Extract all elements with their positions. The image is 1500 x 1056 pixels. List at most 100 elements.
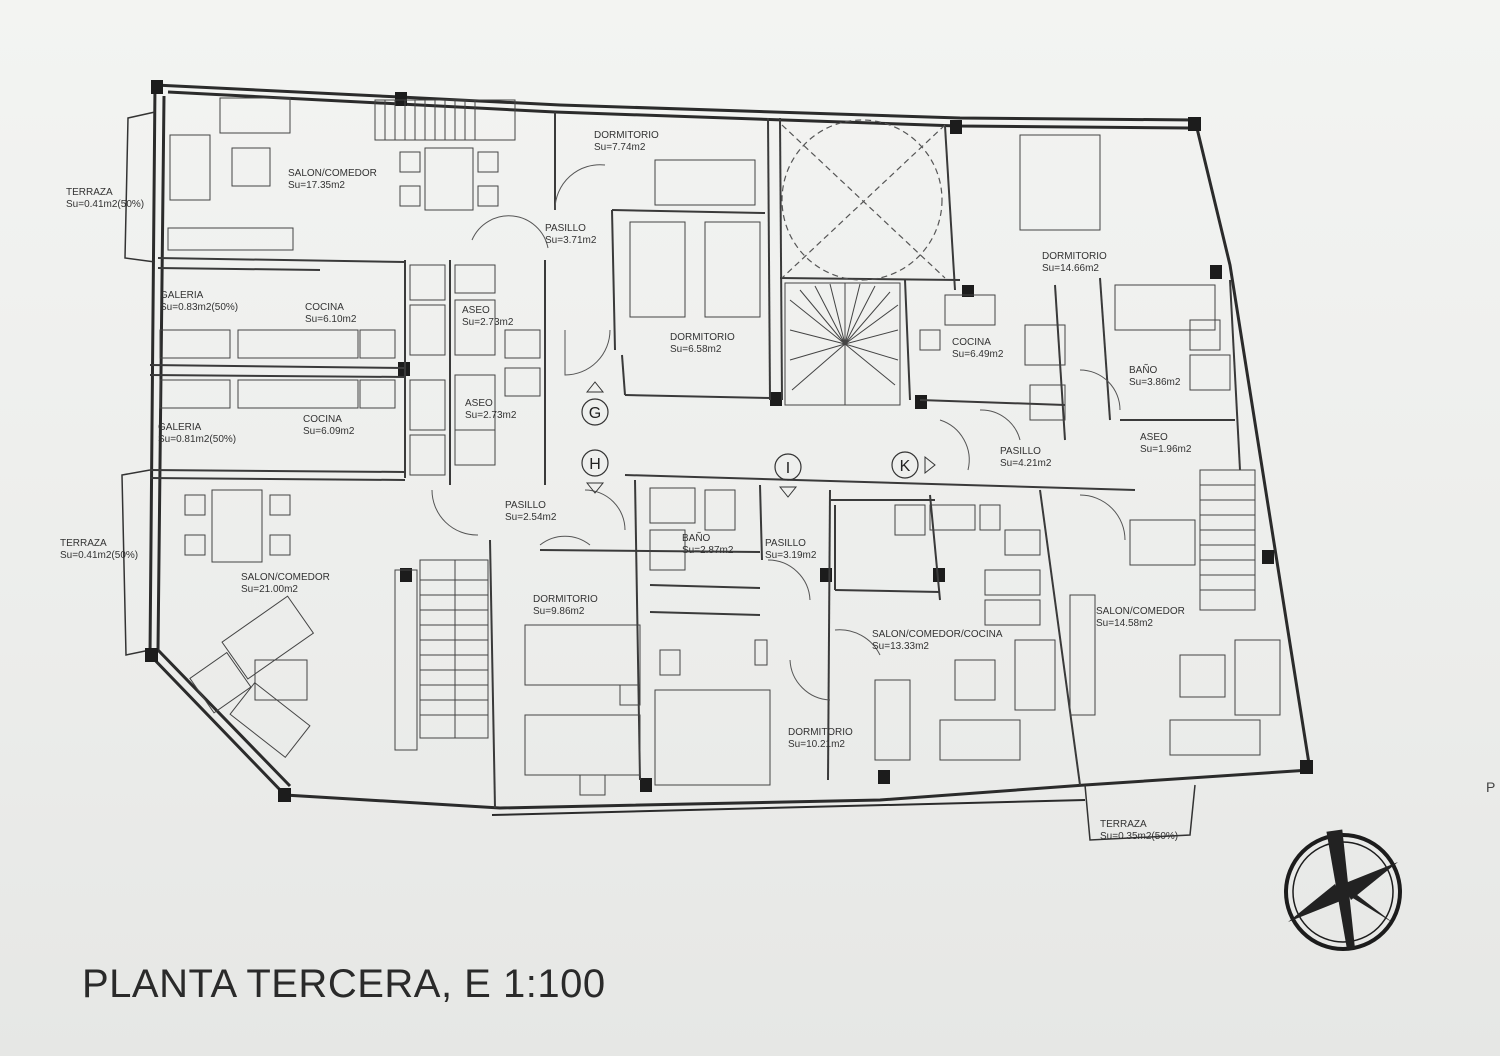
svg-text:Su=21.00m2: Su=21.00m2: [241, 584, 298, 595]
svg-text:PASILLO: PASILLO: [1000, 446, 1041, 457]
marker-k: K: [891, 451, 936, 479]
svg-text:Su=0.83m2(50%): Su=0.83m2(50%): [160, 302, 238, 313]
svg-text:I: I: [786, 460, 790, 477]
svg-text:Su=2.87m2: Su=2.87m2: [682, 545, 734, 556]
svg-text:SALON/COMEDOR: SALON/COMEDOR: [288, 168, 377, 179]
marker-g: G: [581, 381, 609, 426]
plan-title: PLANTA TERCERA, E 1:100: [82, 962, 606, 1006]
svg-text:Su=2.54m2: Su=2.54m2: [505, 512, 557, 523]
svg-text:DORMITORIO: DORMITORIO: [788, 727, 853, 738]
terraces: [121, 111, 1196, 841]
doors: [431, 164, 1126, 701]
svg-text:ASEO: ASEO: [465, 398, 493, 409]
svg-text:Su=3.86m2: Su=3.86m2: [1129, 377, 1181, 388]
svg-text:Su=6.49m2: Su=6.49m2: [952, 349, 1004, 360]
svg-text:GALERIA: GALERIA: [158, 422, 202, 433]
svg-text:K: K: [900, 458, 911, 475]
svg-text:Su=0.41m2(50%): Su=0.41m2(50%): [60, 550, 138, 561]
svg-text:Su=2.73m2: Su=2.73m2: [465, 410, 517, 421]
svg-text:Su=10.21m2: Su=10.21m2: [788, 739, 845, 750]
north-arrow-icon: [1284, 829, 1402, 951]
svg-text:COCINA: COCINA: [305, 302, 344, 313]
svg-text:COCINA: COCINA: [303, 414, 342, 425]
furniture: [159, 97, 1281, 796]
svg-text:SALON/COMEDOR: SALON/COMEDOR: [241, 572, 330, 583]
svg-text:Su=13.33m2: Su=13.33m2: [872, 641, 929, 652]
marker-i: I: [774, 453, 802, 498]
svg-text:Su=4.21m2: Su=4.21m2: [1000, 458, 1052, 469]
svg-text:PASILLO: PASILLO: [545, 223, 586, 234]
svg-text:TERRAZA: TERRAZA: [1100, 819, 1147, 830]
svg-text:GALERIA: GALERIA: [160, 290, 204, 301]
interior-walls: [149, 112, 1241, 809]
svg-text:DORMITORIO: DORMITORIO: [594, 130, 659, 141]
svg-text:DORMITORIO: DORMITORIO: [533, 594, 598, 605]
edge-mark: P: [1486, 779, 1496, 795]
svg-text:Su=0.81m2(50%): Su=0.81m2(50%): [158, 434, 236, 445]
svg-text:Su=14.58m2: Su=14.58m2: [1096, 618, 1153, 629]
svg-text:DORMITORIO: DORMITORIO: [1042, 251, 1107, 262]
exterior-walls: [148, 83, 1312, 816]
svg-text:Su=2.73m2: Su=2.73m2: [462, 317, 514, 328]
marker-h: H: [581, 449, 609, 494]
svg-text:SALON/COMEDOR/COCINA: SALON/COMEDOR/COCINA: [872, 629, 1003, 640]
svg-text:Su=6.10m2: Su=6.10m2: [305, 314, 357, 325]
svg-text:TERRAZA: TERRAZA: [66, 187, 113, 198]
svg-text:SALON/COMEDOR: SALON/COMEDOR: [1096, 606, 1185, 617]
svg-text:Su=6.09m2: Su=6.09m2: [303, 426, 355, 437]
svg-text:Su=3.19m2: Su=3.19m2: [765, 550, 817, 561]
svg-text:Su=7.74m2: Su=7.74m2: [594, 142, 646, 153]
svg-text:PASILLO: PASILLO: [765, 538, 806, 549]
svg-text:TERRAZA: TERRAZA: [60, 538, 107, 549]
svg-text:Su=14.66m2: Su=14.66m2: [1042, 263, 1099, 274]
svg-text:Su=9.86m2: Su=9.86m2: [533, 606, 585, 617]
svg-text:COCINA: COCINA: [952, 337, 991, 348]
svg-text:PASILLO: PASILLO: [505, 500, 546, 511]
svg-text:DORMITORIO: DORMITORIO: [670, 332, 735, 343]
svg-text:Su=1.96m2: Su=1.96m2: [1140, 444, 1192, 455]
svg-text:Su=0.35m2(50%): Su=0.35m2(50%): [1100, 831, 1178, 842]
light-well: [781, 119, 946, 281]
svg-text:Su=6.58m2: Su=6.58m2: [670, 344, 722, 355]
svg-text:ASEO: ASEO: [462, 305, 490, 316]
svg-text:Su=17.35m2: Su=17.35m2: [288, 180, 345, 191]
svg-text:BAÑO: BAÑO: [1129, 363, 1158, 376]
svg-text:H: H: [589, 456, 601, 473]
circulation-markers: G H I K: [581, 381, 936, 498]
svg-text:G: G: [589, 405, 601, 422]
svg-text:BAÑO: BAÑO: [682, 531, 711, 544]
svg-text:Su=3.71m2: Su=3.71m2: [545, 235, 597, 246]
stairs: [374, 99, 1256, 739]
svg-text:ASEO: ASEO: [1140, 432, 1168, 443]
svg-text:Su=0.41m2(50%): Su=0.41m2(50%): [66, 199, 144, 210]
